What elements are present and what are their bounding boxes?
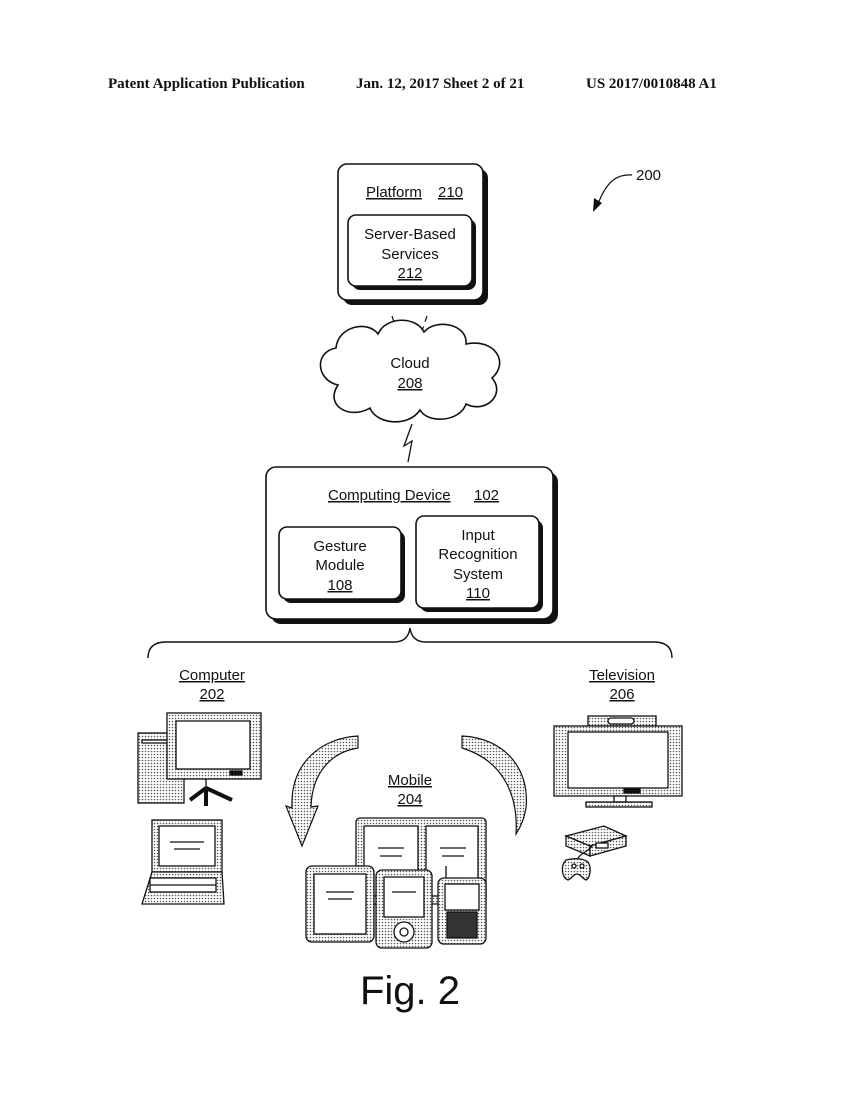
input-recognition-line2: Recognition [438, 546, 517, 563]
computing-device-title: Computing Device [328, 487, 451, 504]
header-date-sheet: Jan. 12, 2017 Sheet 2 of 21 [356, 76, 525, 92]
right-curved-arrow [461, 735, 527, 837]
laptop-icon [141, 819, 225, 905]
gesture-module-line2: Module [315, 557, 364, 574]
tablet-small-icon [305, 865, 375, 943]
computer-ref: 202 [199, 686, 224, 703]
mobile-ref: 204 [397, 791, 422, 808]
game-controller-icon [561, 845, 593, 881]
platform-ref: 210 [438, 184, 463, 201]
gesture-module-box [278, 526, 405, 603]
device-group-brace [147, 627, 673, 659]
gesture-module-ref: 108 [327, 577, 352, 594]
services-ref: 212 [397, 265, 422, 282]
server-based-services-box [347, 214, 476, 290]
ref-200-arrow [593, 174, 633, 212]
game-console-icon [563, 825, 628, 857]
desktop-computer-icon [137, 712, 262, 806]
computer-title: Computer [179, 667, 245, 684]
platform-title: Platform [366, 184, 422, 201]
media-player-icon [375, 869, 433, 949]
services-line1: Server-Based [364, 226, 456, 243]
television-icon [553, 715, 683, 808]
left-curved-arrow [284, 735, 359, 848]
ref-200-label: 200 [636, 167, 661, 184]
mobile-title: Mobile [388, 772, 432, 789]
smartphone-icon [437, 866, 487, 945]
services-line2: Services [381, 246, 439, 263]
gesture-module-line1: Gesture [313, 538, 366, 555]
computing-device-ref: 102 [474, 487, 499, 504]
figure-caption: Fig. 2 [360, 969, 460, 1013]
cloud-shape [319, 319, 501, 423]
input-recognition-line3: System [453, 566, 503, 583]
input-recognition-line1: Input [461, 527, 495, 544]
header-publication: Patent Application Publication [108, 76, 305, 92]
television-ref: 206 [609, 686, 634, 703]
television-title: Television [589, 667, 655, 684]
wireless-link-icon [402, 423, 413, 463]
cloud-title: Cloud [390, 355, 429, 372]
input-recognition-system-box [415, 515, 543, 612]
header-patent-number: US 2017/0010848 A1 [586, 76, 717, 92]
input-recognition-ref: 110 [466, 585, 490, 602]
cloud-ref: 208 [397, 375, 422, 392]
